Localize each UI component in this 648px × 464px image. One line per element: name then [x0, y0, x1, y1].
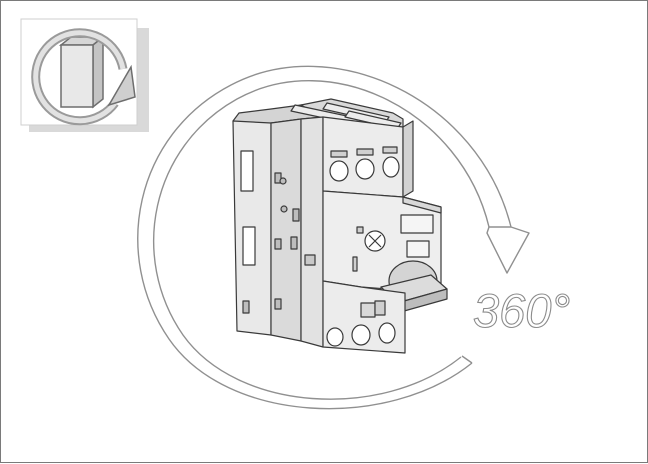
rotation-arrow-icon: [137, 65, 530, 410]
circuit-breaker-illustration: [232, 98, 448, 354]
terminal-screws-top: [329, 146, 400, 182]
rotation-degree-label: 360°: [473, 284, 570, 337]
terminal-screws-bottom: [326, 300, 396, 347]
circular-arrow-icon: [31, 28, 136, 126]
box-icon: [58, 35, 106, 109]
rotate-3d-icon: [20, 18, 149, 132]
rotate-view-button[interactable]: [19, 17, 151, 135]
